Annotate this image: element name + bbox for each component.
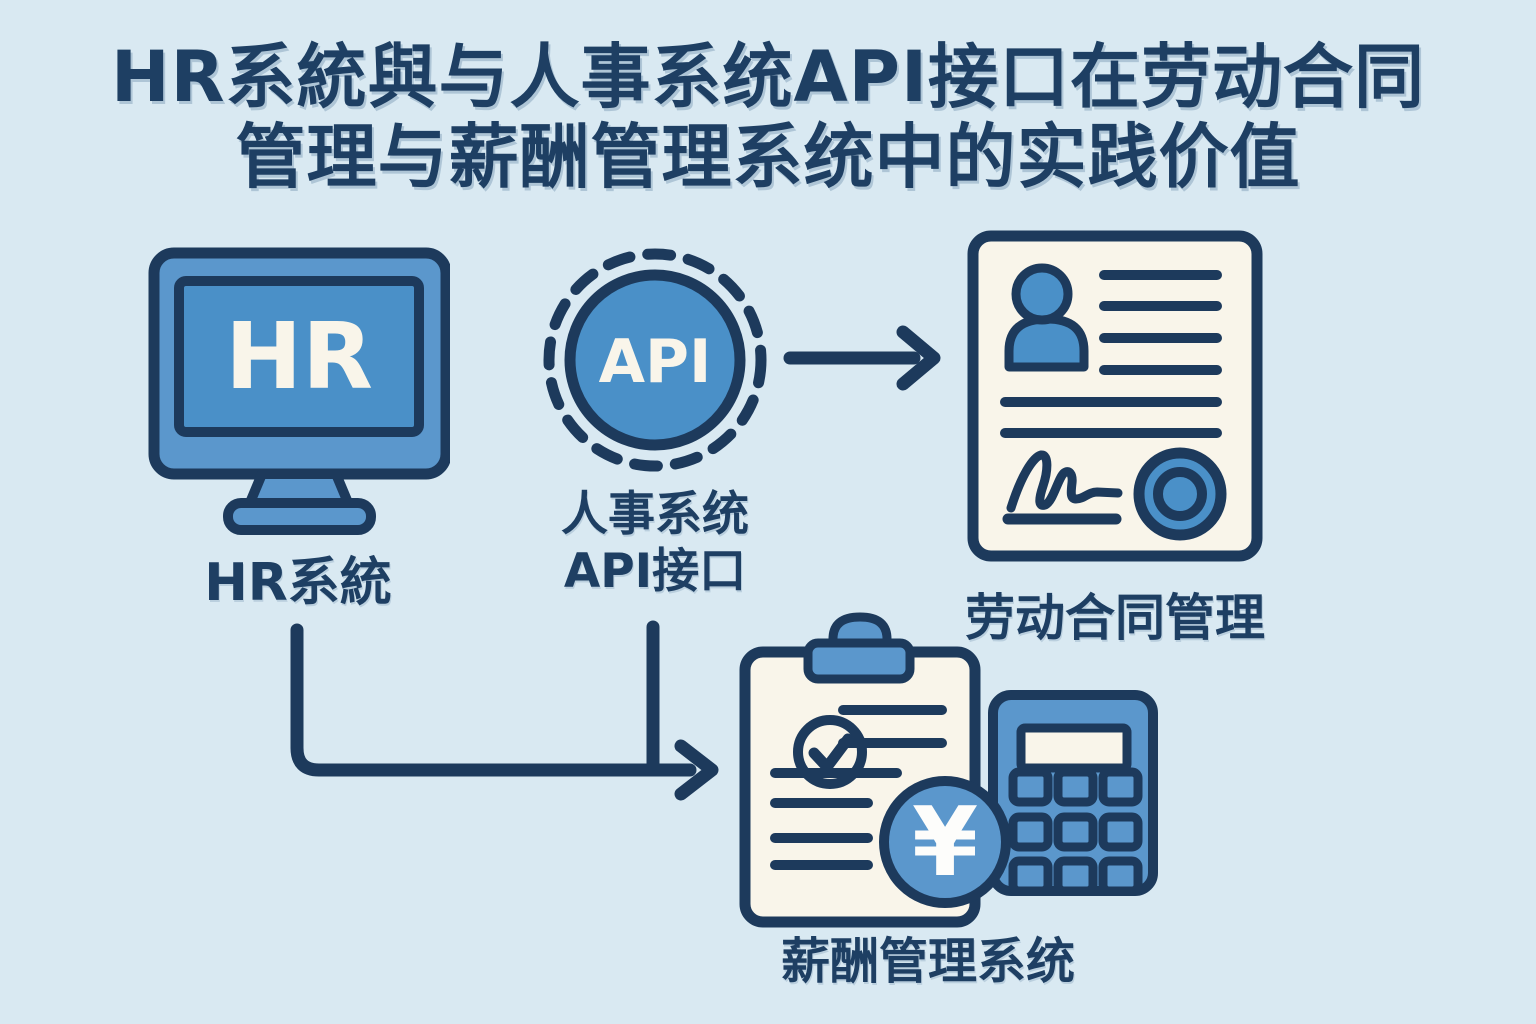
- page-title-line-1: HR系統與与人事系统API接口在劳动合同: [110, 36, 1425, 118]
- api-to-contract-arrowhead-icon: [896, 325, 941, 391]
- document-text-lines: [1000, 270, 1222, 438]
- yen-coin-circle: [879, 776, 1011, 908]
- yen-symbol: ¥: [912, 788, 978, 898]
- page-title: HR系統與与人事系统API接口在劳动合同管理与薪酬管理系统中的实践价值: [0, 36, 1536, 198]
- yen-coin-icon: ¥: [879, 776, 1011, 908]
- calculator-icon: [988, 690, 1158, 896]
- hr-to-payroll-elbow-line: [290, 623, 697, 777]
- seal-inner-ring: [1153, 467, 1207, 521]
- monitor-screen: [174, 276, 424, 437]
- checkmark-icon: [808, 733, 854, 773]
- api-badge-text: API: [599, 327, 712, 397]
- payroll-label: 薪酬管理系统: [780, 933, 1075, 990]
- hr-system-label: HR系統: [204, 553, 392, 613]
- contract-label: 劳动合同管理: [965, 589, 1265, 647]
- page-title-line-2: 管理与薪酬管理系统中的实践价值: [235, 115, 1301, 198]
- api-label-line-2: API接口: [563, 544, 747, 600]
- calculator-screen: [1016, 723, 1132, 773]
- person-icon: [1004, 263, 1089, 372]
- api-label-line-1: 人事系统: [561, 487, 749, 542]
- computer-monitor-icon: HR: [148, 247, 450, 535]
- monitor-screen-text: HR: [225, 303, 373, 410]
- contract-document-icon: [967, 230, 1263, 562]
- clipboard-clip: [803, 638, 915, 684]
- monitor-base: [223, 498, 376, 535]
- payroll-arrowhead-icon: [674, 739, 719, 801]
- signature-icon: [1006, 450, 1123, 513]
- clipboard-text-lines: [770, 705, 947, 870]
- person-head: [1011, 263, 1073, 325]
- person-shoulders: [1004, 314, 1089, 372]
- payroll-cluster-icon: ¥: [739, 612, 1158, 928]
- api-dashed-circle-icon: API: [543, 248, 767, 472]
- seal-stamp-icon: [1133, 447, 1227, 541]
- calculator-buttons: [1008, 767, 1143, 896]
- api-badge-circle: [564, 269, 746, 451]
- api-dashed-ring: [543, 248, 767, 472]
